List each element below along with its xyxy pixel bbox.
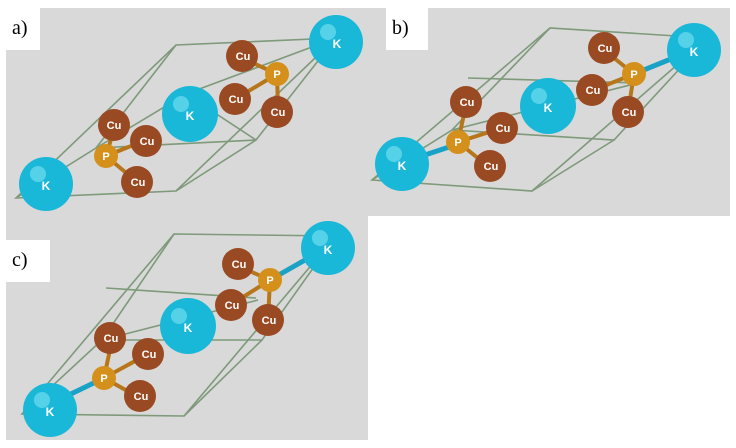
cu-atom: Cu	[226, 40, 258, 72]
svg-text:K: K	[333, 37, 342, 51]
panel-b: Cu Cu P Cu K K Cu Cu	[368, 8, 730, 216]
cu-atom: Cu	[612, 96, 644, 128]
cu-atom: Cu	[261, 96, 293, 128]
k-atom: K	[667, 23, 721, 77]
svg-text:Cu: Cu	[262, 315, 277, 327]
k-atom: K	[520, 78, 576, 134]
svg-text:Cu: Cu	[131, 177, 146, 189]
k-atom: K	[160, 298, 216, 354]
svg-text:K: K	[544, 101, 553, 115]
svg-text:Cu: Cu	[460, 97, 475, 109]
svg-text:Cu: Cu	[232, 259, 247, 271]
svg-text:P: P	[102, 151, 109, 163]
cu-atom: Cu	[588, 32, 620, 64]
svg-text:Cu: Cu	[134, 391, 149, 403]
svg-text:Cu: Cu	[236, 51, 251, 63]
svg-text:K: K	[46, 405, 55, 419]
phosphorus-atom: P	[94, 144, 118, 168]
cu-atom: Cu	[215, 289, 247, 321]
svg-text:Cu: Cu	[225, 300, 240, 312]
svg-text:P: P	[630, 69, 637, 81]
svg-text:Cu: Cu	[104, 333, 119, 345]
phosphorus-atom: P	[258, 268, 282, 292]
k-atom: K	[375, 137, 429, 191]
cu-atom: Cu	[98, 109, 130, 141]
svg-text:K: K	[324, 243, 333, 257]
cu-atom: Cu	[124, 380, 156, 412]
svg-text:P: P	[100, 373, 107, 385]
k-atom: K	[301, 221, 355, 275]
panel-a: K K K Cu Cu P Cu Cu	[6, 8, 368, 216]
svg-text:Cu: Cu	[229, 94, 244, 106]
crystal-structure-c: Cu Cu P Cu K K Cu Cu	[20, 221, 355, 437]
k-atom: K	[19, 157, 73, 211]
k-atom: K	[309, 15, 363, 69]
svg-text:K: K	[184, 321, 193, 335]
svg-text:K: K	[186, 109, 195, 123]
svg-text:Cu: Cu	[271, 107, 286, 119]
svg-text:Cu: Cu	[142, 349, 157, 361]
cu-atom: Cu	[130, 125, 162, 157]
cu-atom: Cu	[450, 86, 482, 118]
phosphorus-atom: P	[622, 62, 646, 86]
k-atom: K	[23, 383, 77, 437]
cu-atom: Cu	[121, 166, 153, 198]
cu-atom: Cu	[576, 74, 608, 106]
svg-text:K: K	[42, 179, 51, 193]
phosphorus-atom: P	[92, 366, 116, 390]
svg-text:Cu: Cu	[598, 43, 613, 55]
svg-text:Cu: Cu	[622, 107, 637, 119]
phosphorus-atom: P	[446, 130, 470, 154]
svg-text:Cu: Cu	[586, 85, 601, 97]
svg-text:P: P	[454, 137, 461, 149]
cu-atom: Cu	[219, 83, 251, 115]
crystal-structure-a: K K K Cu Cu P Cu Cu	[13, 15, 363, 211]
svg-text:Cu: Cu	[140, 136, 155, 148]
svg-text:Cu: Cu	[107, 120, 122, 132]
svg-text:P: P	[273, 69, 280, 81]
panel-label-a: a)	[6, 8, 40, 50]
panel-label-c: c)	[6, 240, 50, 282]
cu-atom: Cu	[486, 112, 518, 144]
svg-text:Cu: Cu	[496, 123, 511, 135]
cu-atom: Cu	[474, 150, 506, 182]
svg-text:P: P	[266, 275, 273, 287]
cu-atom: Cu	[132, 338, 164, 370]
phosphorus-atom: P	[265, 62, 289, 86]
svg-text:K: K	[690, 45, 699, 59]
cu-atom: Cu	[94, 322, 126, 354]
svg-text:K: K	[398, 159, 407, 173]
cu-atom: Cu	[222, 248, 254, 280]
svg-text:Cu: Cu	[484, 161, 499, 173]
k-atom: K	[162, 86, 218, 142]
panel-label-b: b)	[386, 8, 428, 50]
crystal-structure-b: Cu Cu P Cu K K Cu Cu	[369, 23, 721, 192]
panel-c: Cu Cu P Cu K K Cu Cu	[6, 216, 368, 440]
cu-atom: Cu	[252, 304, 284, 336]
